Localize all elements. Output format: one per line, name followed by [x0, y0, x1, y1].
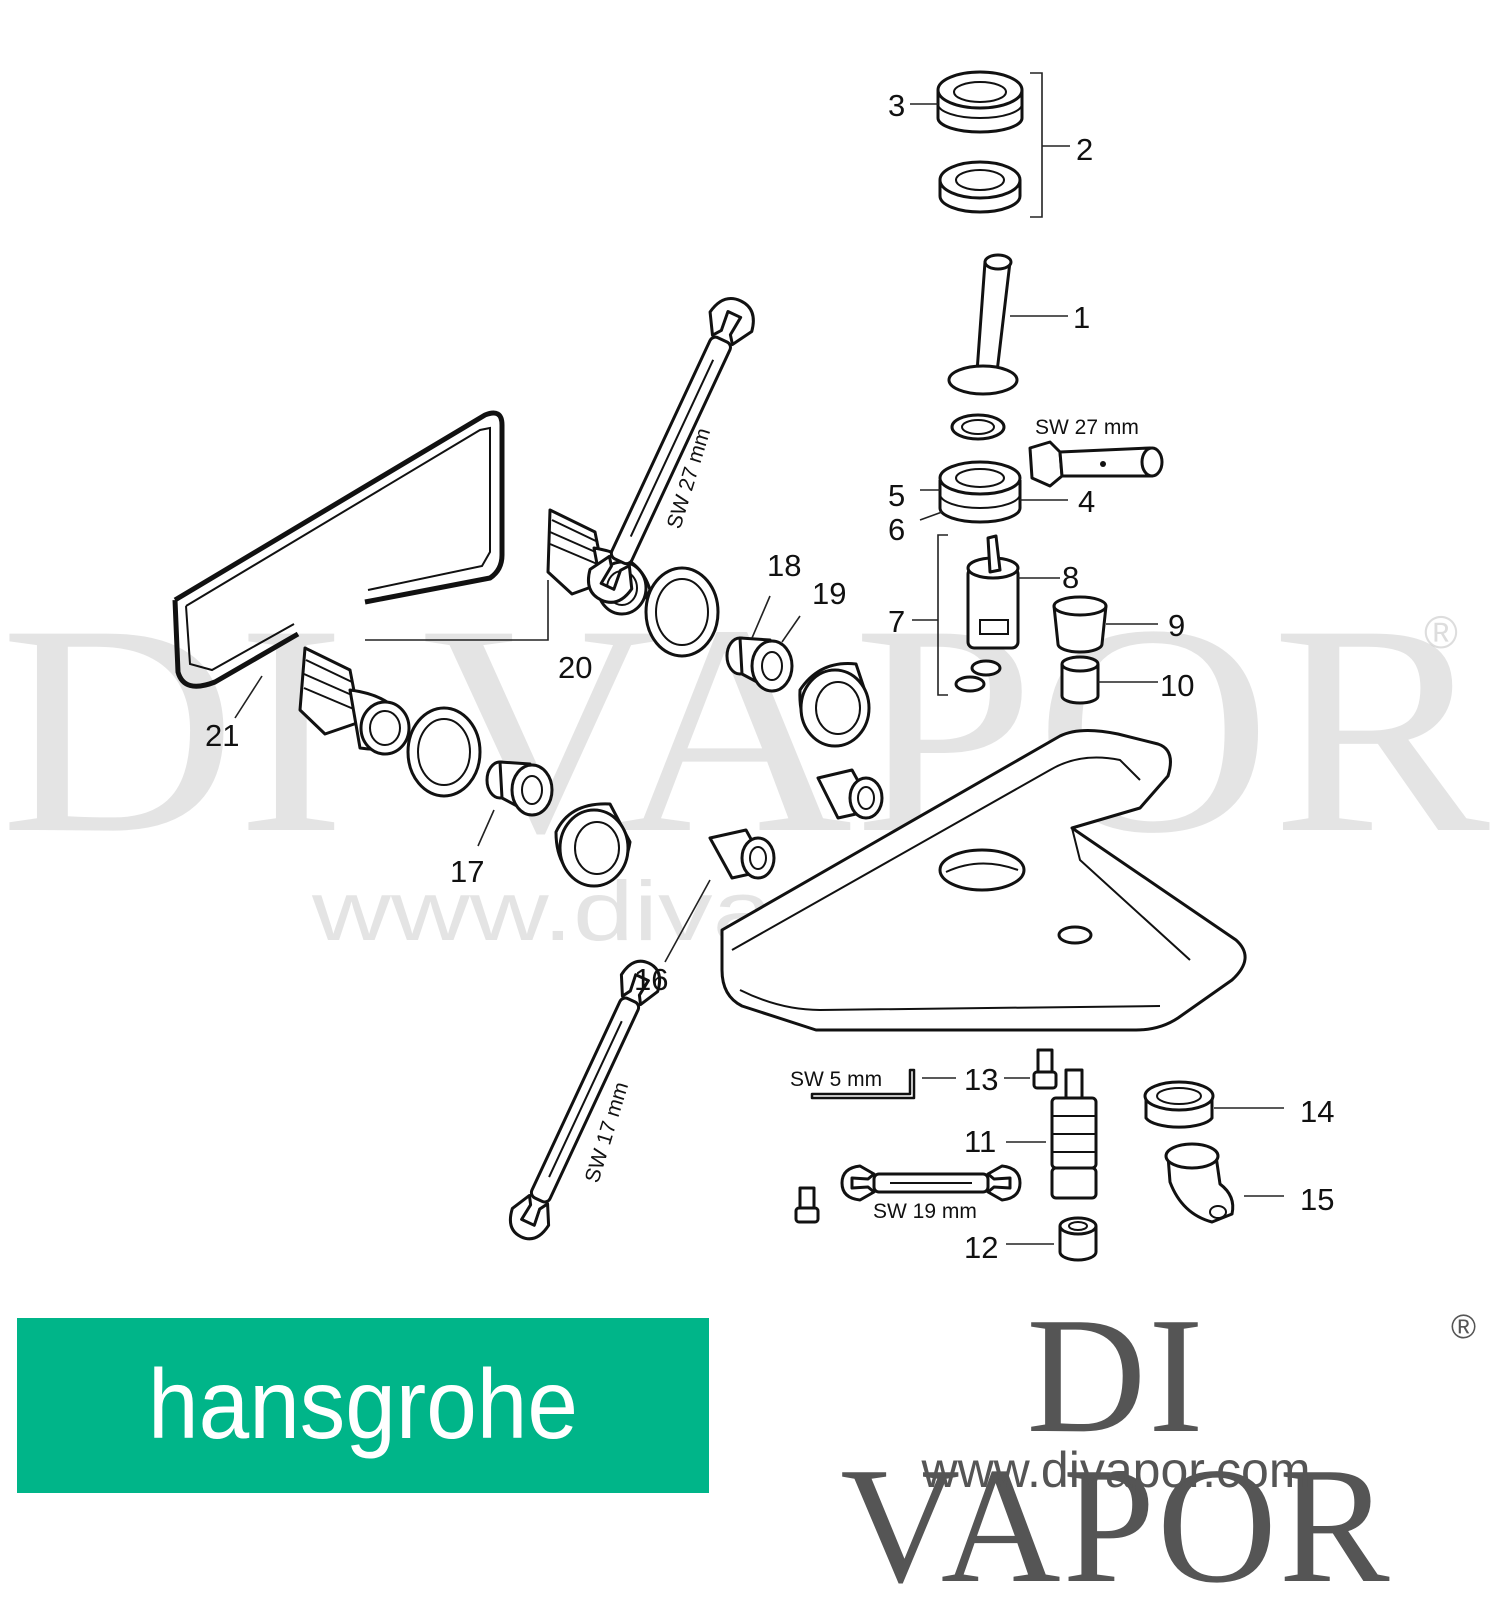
label-part-10: 10	[1160, 668, 1194, 703]
divapor-wordmark: DI VAPOR	[840, 1283, 1392, 1617]
open-end-wrench-27mm	[586, 297, 755, 604]
label-part-3: 3	[888, 88, 905, 123]
label-part-8: 8	[1062, 560, 1079, 595]
divapor-url: www.divapor.com	[921, 1442, 1311, 1498]
hansgrohe-logo: hansgrohe	[17, 1318, 709, 1493]
part-10-sleeve	[1060, 655, 1158, 705]
part-ring-small-hole	[961, 419, 995, 435]
part-17-nipple-lower	[477, 760, 554, 847]
part-20-eccentric-connector-lower	[298, 646, 411, 756]
part-4-cap-nut	[919, 460, 1068, 524]
label-part-4: 4	[1078, 484, 1095, 519]
label-part-6: 6	[888, 512, 905, 547]
part-14-aerator	[1143, 1080, 1284, 1129]
label-part-2: 2	[1076, 132, 1093, 167]
part-13-grub-screw	[1004, 1048, 1058, 1090]
label-part-17: 17	[450, 854, 484, 889]
label-part-13: 13	[964, 1062, 998, 1097]
cover-rosette-upper	[798, 662, 871, 748]
part-7-cartridge-set	[937, 534, 1060, 696]
grub-screw-spare	[794, 1186, 820, 1224]
part-9-cap	[1052, 595, 1158, 654]
open-end-wrench-19mm	[840, 1164, 1022, 1202]
seal-ring-lower	[938, 160, 1022, 214]
label-part-12: 12	[964, 1230, 998, 1265]
part-1-lever-handle	[947, 253, 1068, 396]
label-part-19: 19	[812, 576, 846, 611]
cartridge-seal-1	[970, 659, 1002, 677]
part-ring-small	[950, 413, 1006, 441]
part-16-union-upper	[816, 768, 884, 820]
label-sw19-wrench: SW 19 mm	[873, 1200, 977, 1223]
label-part-7: 7	[888, 604, 905, 639]
label-part-15: 15	[1300, 1182, 1334, 1217]
hex-key-5mm	[810, 1068, 956, 1100]
label-part-21: 21	[205, 718, 239, 753]
label-part-1: 1	[1073, 300, 1090, 335]
part-15-aerator-key	[1164, 1142, 1284, 1224]
part-18-19-nipple-upper	[725, 595, 801, 693]
label-part-18: 18	[767, 548, 801, 583]
cartridge-seal-2	[954, 675, 986, 693]
exploded-parts-diagram: DI VAPOR ® www.divapor.com	[0, 70, 1492, 1265]
divapor-registered-mark: ®	[1450, 1308, 1476, 1346]
part-3-ring	[936, 70, 1024, 134]
watermark: DI VAPOR ® www.divapor.com	[0, 563, 1492, 958]
part-21-backplate-gasket	[172, 410, 505, 719]
label-part-5: 5	[888, 478, 905, 513]
mixer-body	[720, 729, 1247, 1032]
label-part-20: 20	[558, 650, 592, 685]
label-sw5-hex-key: SW 5 mm	[790, 1068, 882, 1091]
socket-pin-hole	[1100, 461, 1106, 467]
divapor-brand: DI VAPOR ® www.divapor.com	[746, 1283, 1486, 1617]
label-part-14: 14	[1300, 1094, 1334, 1129]
sealing-ring-upper	[644, 566, 720, 658]
part-2-seal-set	[936, 70, 1070, 218]
hansgrohe-logo-text: hansgrohe	[148, 1349, 578, 1459]
part-8-cartridge	[966, 534, 1060, 650]
part-20-leader	[365, 580, 549, 641]
label-part-11: 11	[964, 1124, 996, 1159]
watermark-registered-mark: ®	[1424, 606, 1458, 658]
label-sw27-socket: SW 27 mm	[1035, 416, 1139, 439]
hansgrohe-logo-background	[17, 1318, 709, 1493]
part-12-nut	[1006, 1216, 1098, 1262]
part-number-labels: 1 2 3 4 5 6 7 8 9 10 11 12 13 14 15 16 1…	[205, 88, 1334, 1265]
sealing-ring-lower	[406, 706, 482, 798]
part-16-union-lower	[664, 828, 776, 963]
open-end-wrench-17mm	[508, 959, 662, 1241]
label-part-16: 16	[634, 962, 668, 997]
part-11-diverter-cartridge	[1006, 1068, 1098, 1200]
label-part-9: 9	[1168, 608, 1185, 643]
socket-wrench-27mm	[1028, 440, 1164, 488]
cover-rosette-lower	[554, 802, 632, 888]
